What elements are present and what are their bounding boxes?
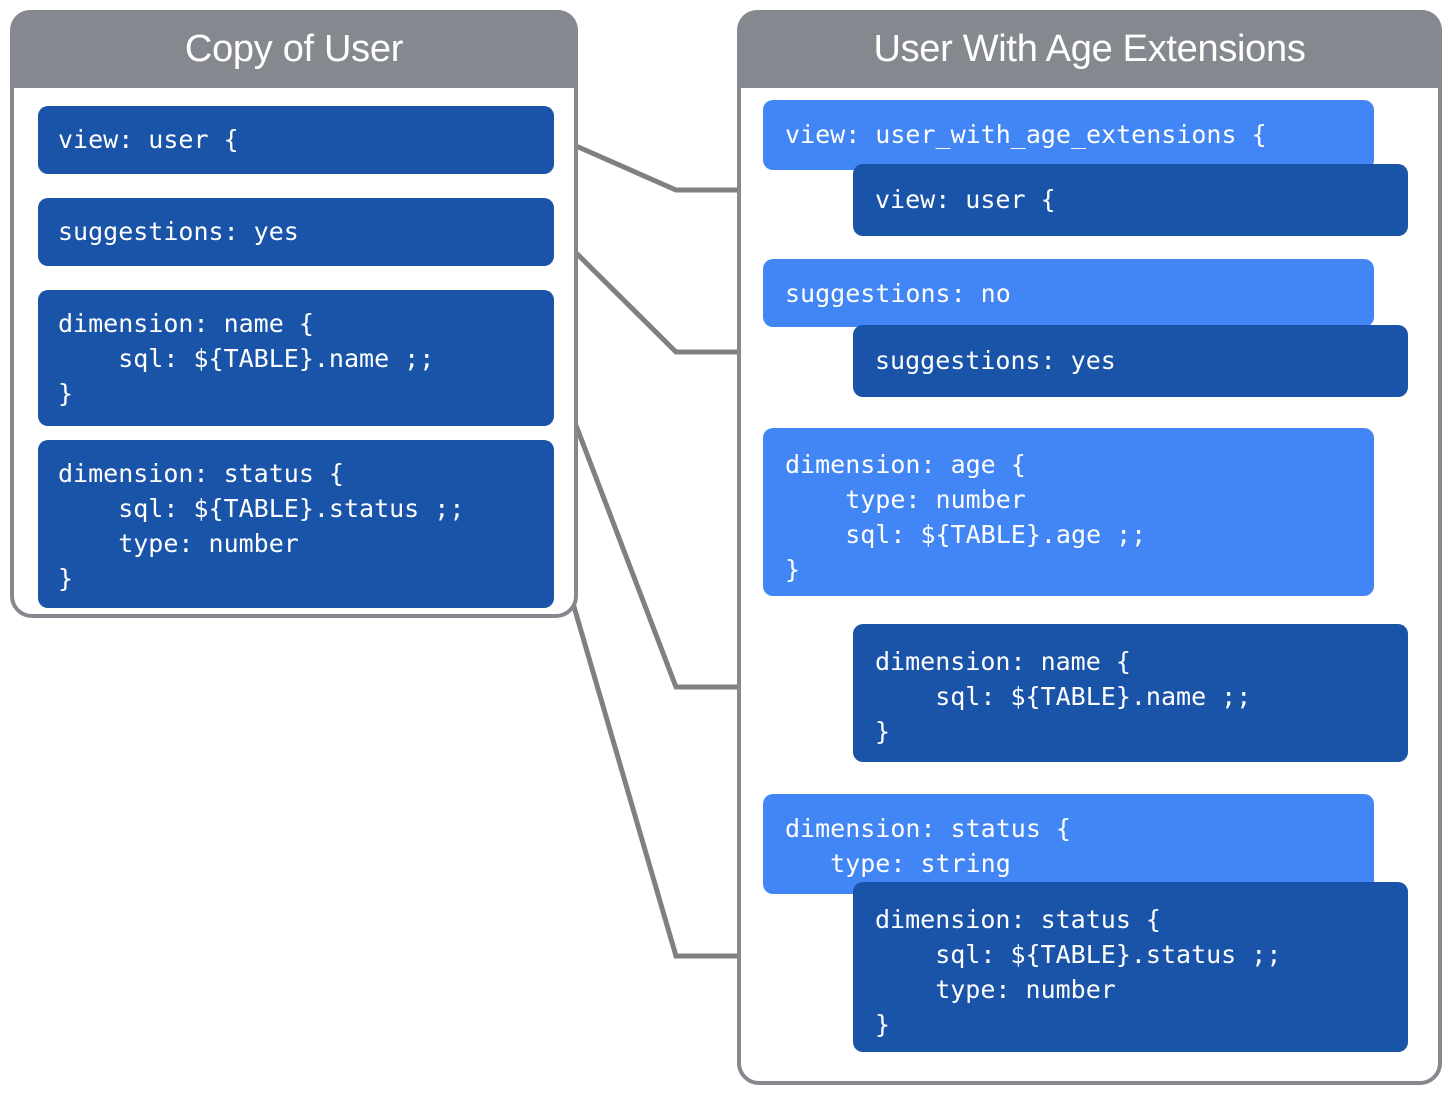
block-inherited-suggestions-yes[interactable]: suggestions: yes	[853, 325, 1408, 397]
panel-left-title: Copy of User	[10, 10, 578, 88]
block-dimension-name[interactable]: dimension: name { sql: ${TABLE}.name ;; …	[38, 290, 554, 426]
block-inherited-dimension-status[interactable]: dimension: status { sql: ${TABLE}.status…	[853, 882, 1408, 1052]
block-view-user[interactable]: view: user {	[38, 106, 554, 174]
block-inherited-dimension-name[interactable]: dimension: name { sql: ${TABLE}.name ;; …	[853, 624, 1408, 762]
block-dimension-age[interactable]: dimension: age { type: number sql: ${TAB…	[763, 428, 1374, 596]
block-view-user-with-age-extensions[interactable]: view: user_with_age_extensions {	[763, 100, 1374, 170]
panel-right-title: User With Age Extensions	[737, 10, 1442, 88]
block-suggestions-no[interactable]: suggestions: no	[763, 259, 1374, 327]
panel-copy-of-user: Copy of User view: user { suggestions: y…	[10, 10, 578, 618]
block-suggestions-yes[interactable]: suggestions: yes	[38, 198, 554, 266]
block-inherited-view-user[interactable]: view: user {	[853, 164, 1408, 236]
block-dimension-status[interactable]: dimension: status { sql: ${TABLE}.status…	[38, 440, 554, 608]
panel-user-with-age-extensions: User With Age Extensions view: user_with…	[737, 10, 1442, 1085]
block-dimension-status[interactable]: dimension: status { type: string	[763, 794, 1374, 894]
